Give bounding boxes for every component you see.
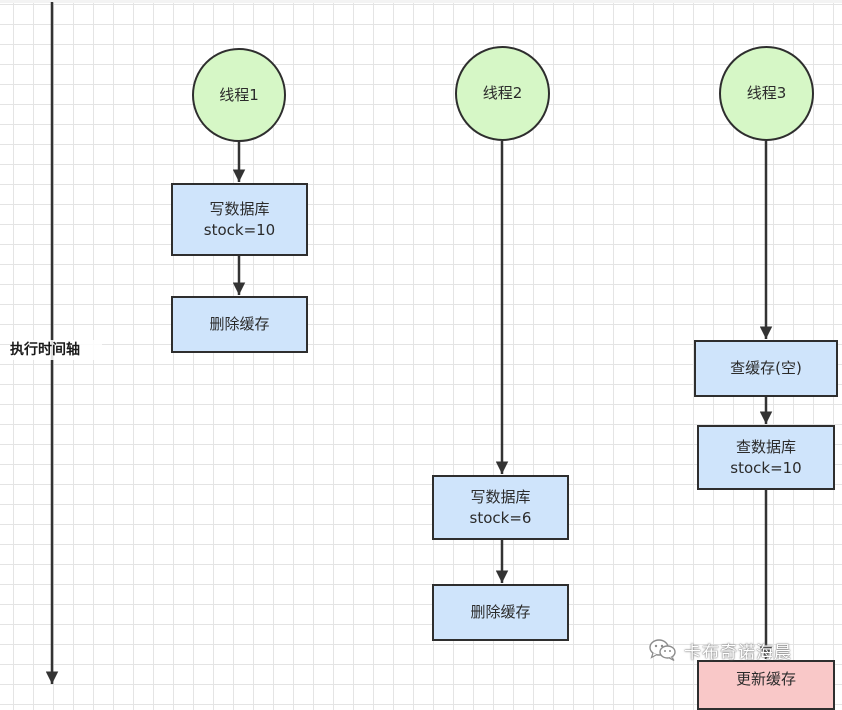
- thread1-write-db-step: 写数据库 stock=10: [171, 183, 308, 256]
- time-axis-label: 执行时间轴: [10, 340, 102, 360]
- step-line: stock=10: [730, 458, 802, 477]
- step-line: stock=10: [203, 220, 276, 239]
- step-line: 删除缓存: [209, 315, 270, 333]
- wechat-icon: [649, 639, 676, 662]
- thread1-delete-cache-step: 删除缓存: [171, 296, 308, 353]
- thread3-label: 线程3: [746, 84, 787, 102]
- thread3-node: 线程3: [719, 46, 814, 141]
- thread3-query-db-step: 查数据库 stock=10: [697, 425, 835, 490]
- watermark: 卡布奇诺海晨: [648, 638, 792, 663]
- thread2-node: 线程2: [455, 46, 550, 141]
- thread2-delete-cache-step: 删除缓存: [432, 584, 569, 641]
- step-line: 写数据库: [209, 199, 270, 218]
- thread1-label: 线程1: [219, 85, 259, 104]
- step-line: 查数据库: [735, 437, 796, 456]
- step-line: 删除缓存: [470, 603, 531, 621]
- thread3-query-cache-step: 查缓存(空): [694, 340, 838, 397]
- thread2-write-db-step: 写数据库 stock=6: [432, 475, 569, 540]
- step-line: stock=6: [469, 508, 532, 527]
- thread2-label: 线程2: [482, 84, 523, 102]
- thread3-update-cache-step: 更新缓存: [697, 660, 835, 710]
- thread1-node: 线程1: [192, 48, 286, 142]
- frame-edge: [0, 0, 842, 3]
- watermark-text: 卡布奇诺海晨: [684, 642, 792, 663]
- step-line: 查缓存(空): [730, 359, 802, 377]
- step-line: 更新缓存: [735, 670, 796, 688]
- step-line: 写数据库: [470, 487, 531, 506]
